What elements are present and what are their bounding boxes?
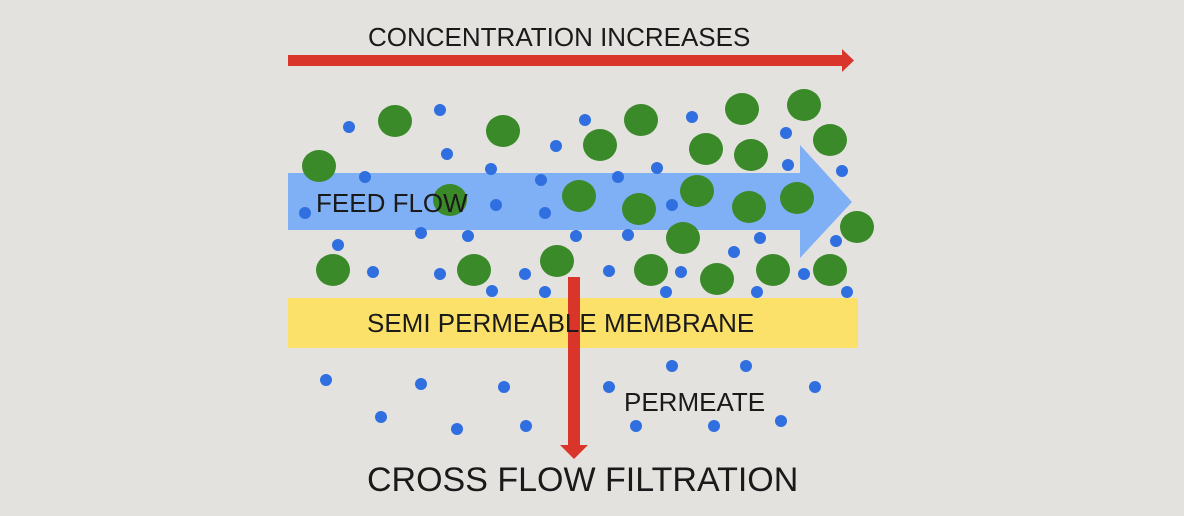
small-particle — [535, 174, 547, 186]
large-particle — [562, 180, 596, 212]
small-particle — [775, 415, 787, 427]
large-particle — [689, 133, 723, 165]
small-particle — [660, 286, 672, 298]
large-particle — [622, 193, 656, 225]
small-particle — [550, 140, 562, 152]
small-particle — [754, 232, 766, 244]
small-particle — [836, 165, 848, 177]
small-particle — [451, 423, 463, 435]
small-particle — [434, 268, 446, 280]
large-particle — [780, 182, 814, 214]
small-particle — [579, 114, 591, 126]
small-particle — [708, 420, 720, 432]
large-particle — [486, 115, 520, 147]
large-particle — [433, 184, 467, 216]
large-particle — [540, 245, 574, 277]
small-particle — [830, 235, 842, 247]
large-particle — [634, 254, 668, 286]
small-particle — [666, 360, 678, 372]
small-particle — [359, 171, 371, 183]
large-particle — [624, 104, 658, 136]
large-particle — [734, 139, 768, 171]
permeate-arrow — [560, 277, 588, 459]
small-particle — [751, 286, 763, 298]
small-particle — [375, 411, 387, 423]
concentration-arrow — [288, 49, 854, 72]
small-particle — [603, 381, 615, 393]
small-particle — [603, 265, 615, 277]
large-particle — [813, 124, 847, 156]
small-particle — [343, 121, 355, 133]
small-particle — [622, 229, 634, 241]
particles-permeate-side — [320, 360, 821, 435]
small-particle — [675, 266, 687, 278]
small-particle — [798, 268, 810, 280]
small-particle — [520, 420, 532, 432]
small-particle — [486, 285, 498, 297]
small-particle — [780, 127, 792, 139]
small-particle — [415, 378, 427, 390]
large-particle — [725, 93, 759, 125]
small-particle — [498, 381, 510, 393]
small-particle — [651, 162, 663, 174]
small-particle — [539, 286, 551, 298]
small-particle — [462, 230, 474, 242]
large-particle — [840, 211, 874, 243]
small-particle — [728, 246, 740, 258]
small-particle — [485, 163, 497, 175]
membrane-label: SEMI PERMEABLE MEMBRANE — [367, 308, 755, 338]
small-particle — [519, 268, 531, 280]
small-particle — [367, 266, 379, 278]
small-particle — [299, 207, 311, 219]
small-particle — [666, 199, 678, 211]
small-particle — [612, 171, 624, 183]
diagram-caption: CROSS FLOW FILTRATION — [367, 461, 799, 499]
particles-feed-side — [299, 89, 874, 298]
large-particle — [756, 254, 790, 286]
large-particle — [583, 129, 617, 161]
concentration-label: CONCENTRATION INCREASES — [368, 22, 751, 52]
large-particle — [457, 254, 491, 286]
small-particle — [441, 148, 453, 160]
large-particle — [316, 254, 350, 286]
small-particle — [782, 159, 794, 171]
small-particle — [434, 104, 446, 116]
small-particle — [740, 360, 752, 372]
small-particle — [415, 227, 427, 239]
small-particle — [630, 420, 642, 432]
small-particle — [809, 381, 821, 393]
large-particle — [666, 222, 700, 254]
large-particle — [732, 191, 766, 223]
large-particle — [813, 254, 847, 286]
feed-flow-label: FEED FLOW — [316, 188, 468, 218]
small-particle — [332, 239, 344, 251]
large-particle — [302, 150, 336, 182]
small-particle — [490, 199, 502, 211]
small-particle — [320, 374, 332, 386]
small-particle — [841, 286, 853, 298]
large-particle — [700, 263, 734, 295]
small-particle — [539, 207, 551, 219]
small-particle — [686, 111, 698, 123]
permeate-label: PERMEATE — [624, 387, 766, 417]
small-particle — [570, 230, 582, 242]
large-particle — [378, 105, 412, 137]
large-particle — [680, 175, 714, 207]
large-particle — [787, 89, 821, 121]
